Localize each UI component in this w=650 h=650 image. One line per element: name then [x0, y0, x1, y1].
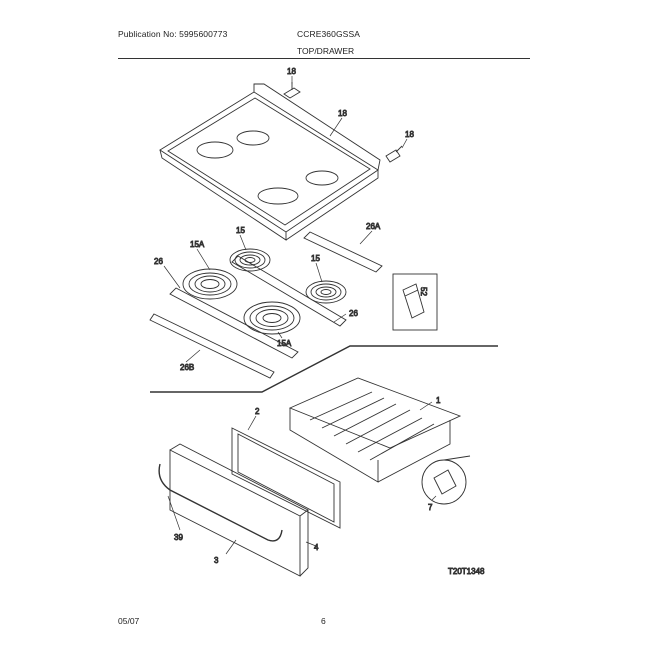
page-number: 6 [321, 616, 326, 626]
callout-support-rear: 26A [366, 222, 381, 231]
callout-support-left: 26 [154, 257, 163, 266]
callout-inset-clip: 52 [419, 287, 428, 296]
callout-top-bracket-right: 18 [405, 130, 414, 139]
callout-cooktop-top: 18 [338, 109, 347, 118]
drawer-front [169, 443, 309, 577]
surface-element-rear-left [229, 248, 271, 272]
publication-number: Publication No: 5995600773 [118, 29, 228, 39]
callout-element-rear-left: 15 [236, 226, 245, 235]
top-bracket-right [385, 145, 403, 163]
callout-element-front-left: 15A [190, 240, 205, 249]
model-number: CCRE360GSSA [297, 29, 360, 39]
callout-support-front: 26B [180, 363, 194, 372]
inset-clip-detail [392, 273, 438, 331]
callout-drawer-front: 3 [214, 556, 219, 565]
callout-element-front-right: 15A [277, 339, 292, 348]
drawer-handle [158, 463, 283, 542]
surface-element-rear-right [305, 280, 347, 304]
callout-support-right: 26 [349, 309, 358, 318]
callout-element-rear-right: 15 [311, 254, 320, 263]
drawer-glide-detail [421, 455, 471, 505]
surface-element-front-right [243, 301, 301, 335]
footer-date: 05/07 [118, 616, 140, 626]
support-right [231, 255, 347, 327]
header-rule [118, 58, 530, 59]
support-front [149, 313, 275, 379]
leader-lines [163, 76, 437, 555]
section-divider [150, 345, 498, 393]
drawer [288, 377, 462, 483]
callout-drawer-gasket: 4 [314, 543, 319, 552]
callout-drawer-glide: 7 [428, 503, 433, 512]
surface-element-front-left [182, 268, 238, 300]
callout-drawer-handle: 39 [174, 533, 183, 542]
support-rear [303, 231, 383, 273]
callout-drawer: 1 [436, 396, 441, 405]
cooktop-top [159, 83, 381, 241]
top-bracket-left [283, 82, 301, 99]
callout-drawer-panel: 2 [255, 407, 260, 416]
support-left [169, 287, 299, 359]
drawer-panel [231, 427, 341, 529]
callout-top-bracket-left: 18 [287, 67, 296, 76]
section-title: TOP/DRAWER [297, 46, 355, 56]
figure-id: T20T1348 [448, 567, 485, 576]
